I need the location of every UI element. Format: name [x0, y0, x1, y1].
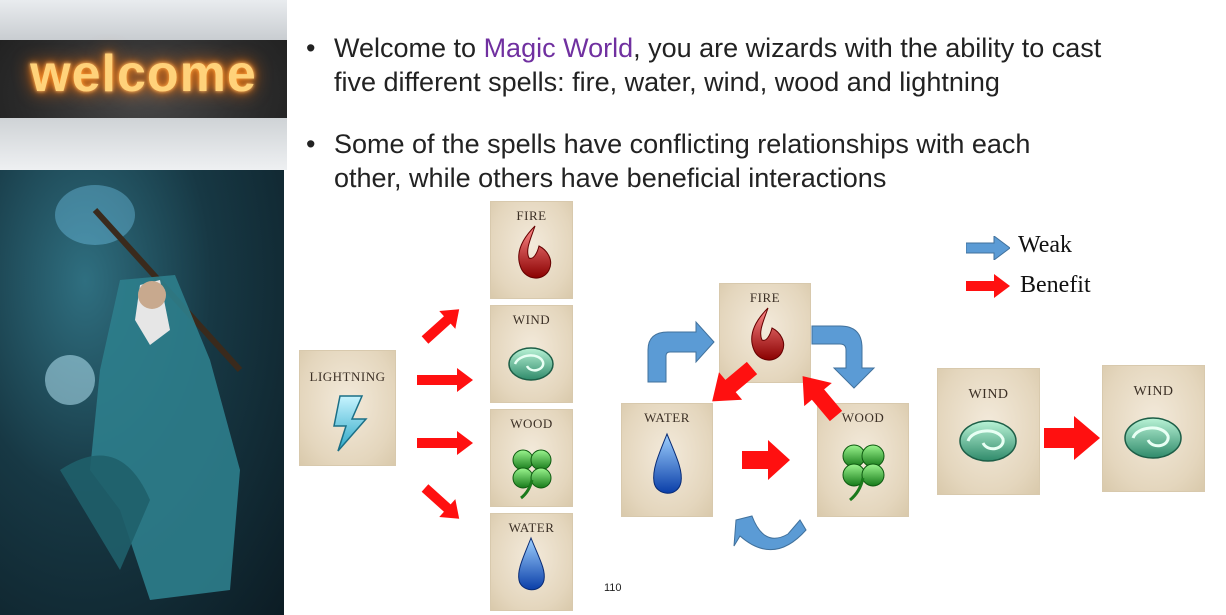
- legend-weak-label: Weak: [1018, 232, 1073, 258]
- bullet-1-line-2: five different spells: fire, water, wind…: [334, 67, 1000, 97]
- water-icon: [518, 536, 545, 591]
- wind-icon: [1124, 417, 1182, 459]
- card-wind-column: WIND: [491, 306, 572, 402]
- fire-icon: [751, 307, 785, 361]
- torn-paper-bottom: [0, 118, 287, 170]
- card-fire-column: FIRE: [491, 202, 572, 298]
- lightning-arrows: [417, 309, 473, 519]
- weak-arrow: [733, 515, 807, 550]
- benefit-arrow: [802, 376, 843, 422]
- weak-arrow: [811, 325, 876, 389]
- benefit-arrow: [742, 440, 790, 480]
- cycle-arrows: [647, 320, 876, 550]
- legend-benefit-label: Benefit: [1020, 272, 1091, 298]
- wind-icon: [508, 347, 554, 381]
- card-lightning: LIGHTNING: [300, 351, 395, 465]
- wizard-illustration: [0, 170, 284, 615]
- welcome-title: welcome: [30, 45, 257, 103]
- lightning-icon: [333, 395, 368, 452]
- magic-world-highlight: Magic World: [483, 33, 634, 63]
- card-wind-left: WIND: [938, 369, 1039, 494]
- bullet-dot: •: [306, 33, 316, 63]
- bullet-dot: •: [306, 129, 316, 159]
- card-label: WIND: [512, 312, 551, 327]
- card-label: LIGHTNING: [309, 369, 386, 384]
- card-label: WIND: [1133, 384, 1174, 399]
- card-label: WOOD: [510, 416, 553, 431]
- benefit-arrow: [417, 368, 473, 392]
- card-label: WIND: [968, 387, 1009, 402]
- water-icon: [653, 432, 682, 494]
- legend-benefit-arrow: [966, 274, 1010, 298]
- bullet-1: • Welcome to Magic World, you are wizard…: [306, 31, 1226, 101]
- fire-icon: [518, 225, 552, 279]
- bullet-2-line-1: Some of the spells have conflicting rela…: [334, 129, 1031, 159]
- bullet-1-suffix: , you are wizards with the ability to ca…: [633, 33, 1102, 63]
- benefit-arrow: [1044, 416, 1100, 460]
- bullet-1-line-1: Welcome to Magic World, you are wizards …: [334, 31, 1226, 65]
- bullet-2: • Some of the spells have conflicting re…: [306, 127, 1226, 197]
- card-label: FIRE: [516, 208, 547, 223]
- bullet-2-line-2: other, while others have beneficial inte…: [334, 163, 887, 193]
- card-label: WATER: [508, 520, 555, 535]
- card-wind-right: WIND: [1103, 366, 1204, 491]
- card-label: FIRE: [749, 290, 781, 305]
- torn-paper-top: [0, 0, 287, 40]
- benefit-arrow: [712, 361, 758, 402]
- card-water-column: WATER: [491, 514, 572, 610]
- welcome-banner-image: welcome: [0, 0, 287, 170]
- benefit-arrow: [421, 484, 460, 519]
- weak-arrow: [647, 320, 715, 383]
- bullet-1-prefix: Welcome to: [334, 33, 484, 63]
- card-label: WATER: [644, 410, 690, 425]
- benefit-arrow: [417, 431, 473, 455]
- wood-icon: [512, 449, 552, 500]
- card-water-cycle: WATER: [622, 404, 712, 516]
- benefit-arrow: [421, 309, 460, 344]
- wood-icon: [842, 444, 885, 502]
- card-label: WOOD: [841, 410, 885, 425]
- page-number: 110: [604, 582, 622, 594]
- card-fire-cycle: FIRE: [720, 284, 810, 382]
- wind-icon: [959, 420, 1017, 462]
- legend-weak-arrow: [966, 236, 1010, 260]
- card-wood-cycle: WOOD: [818, 404, 908, 516]
- card-wood-column: WOOD: [491, 410, 572, 506]
